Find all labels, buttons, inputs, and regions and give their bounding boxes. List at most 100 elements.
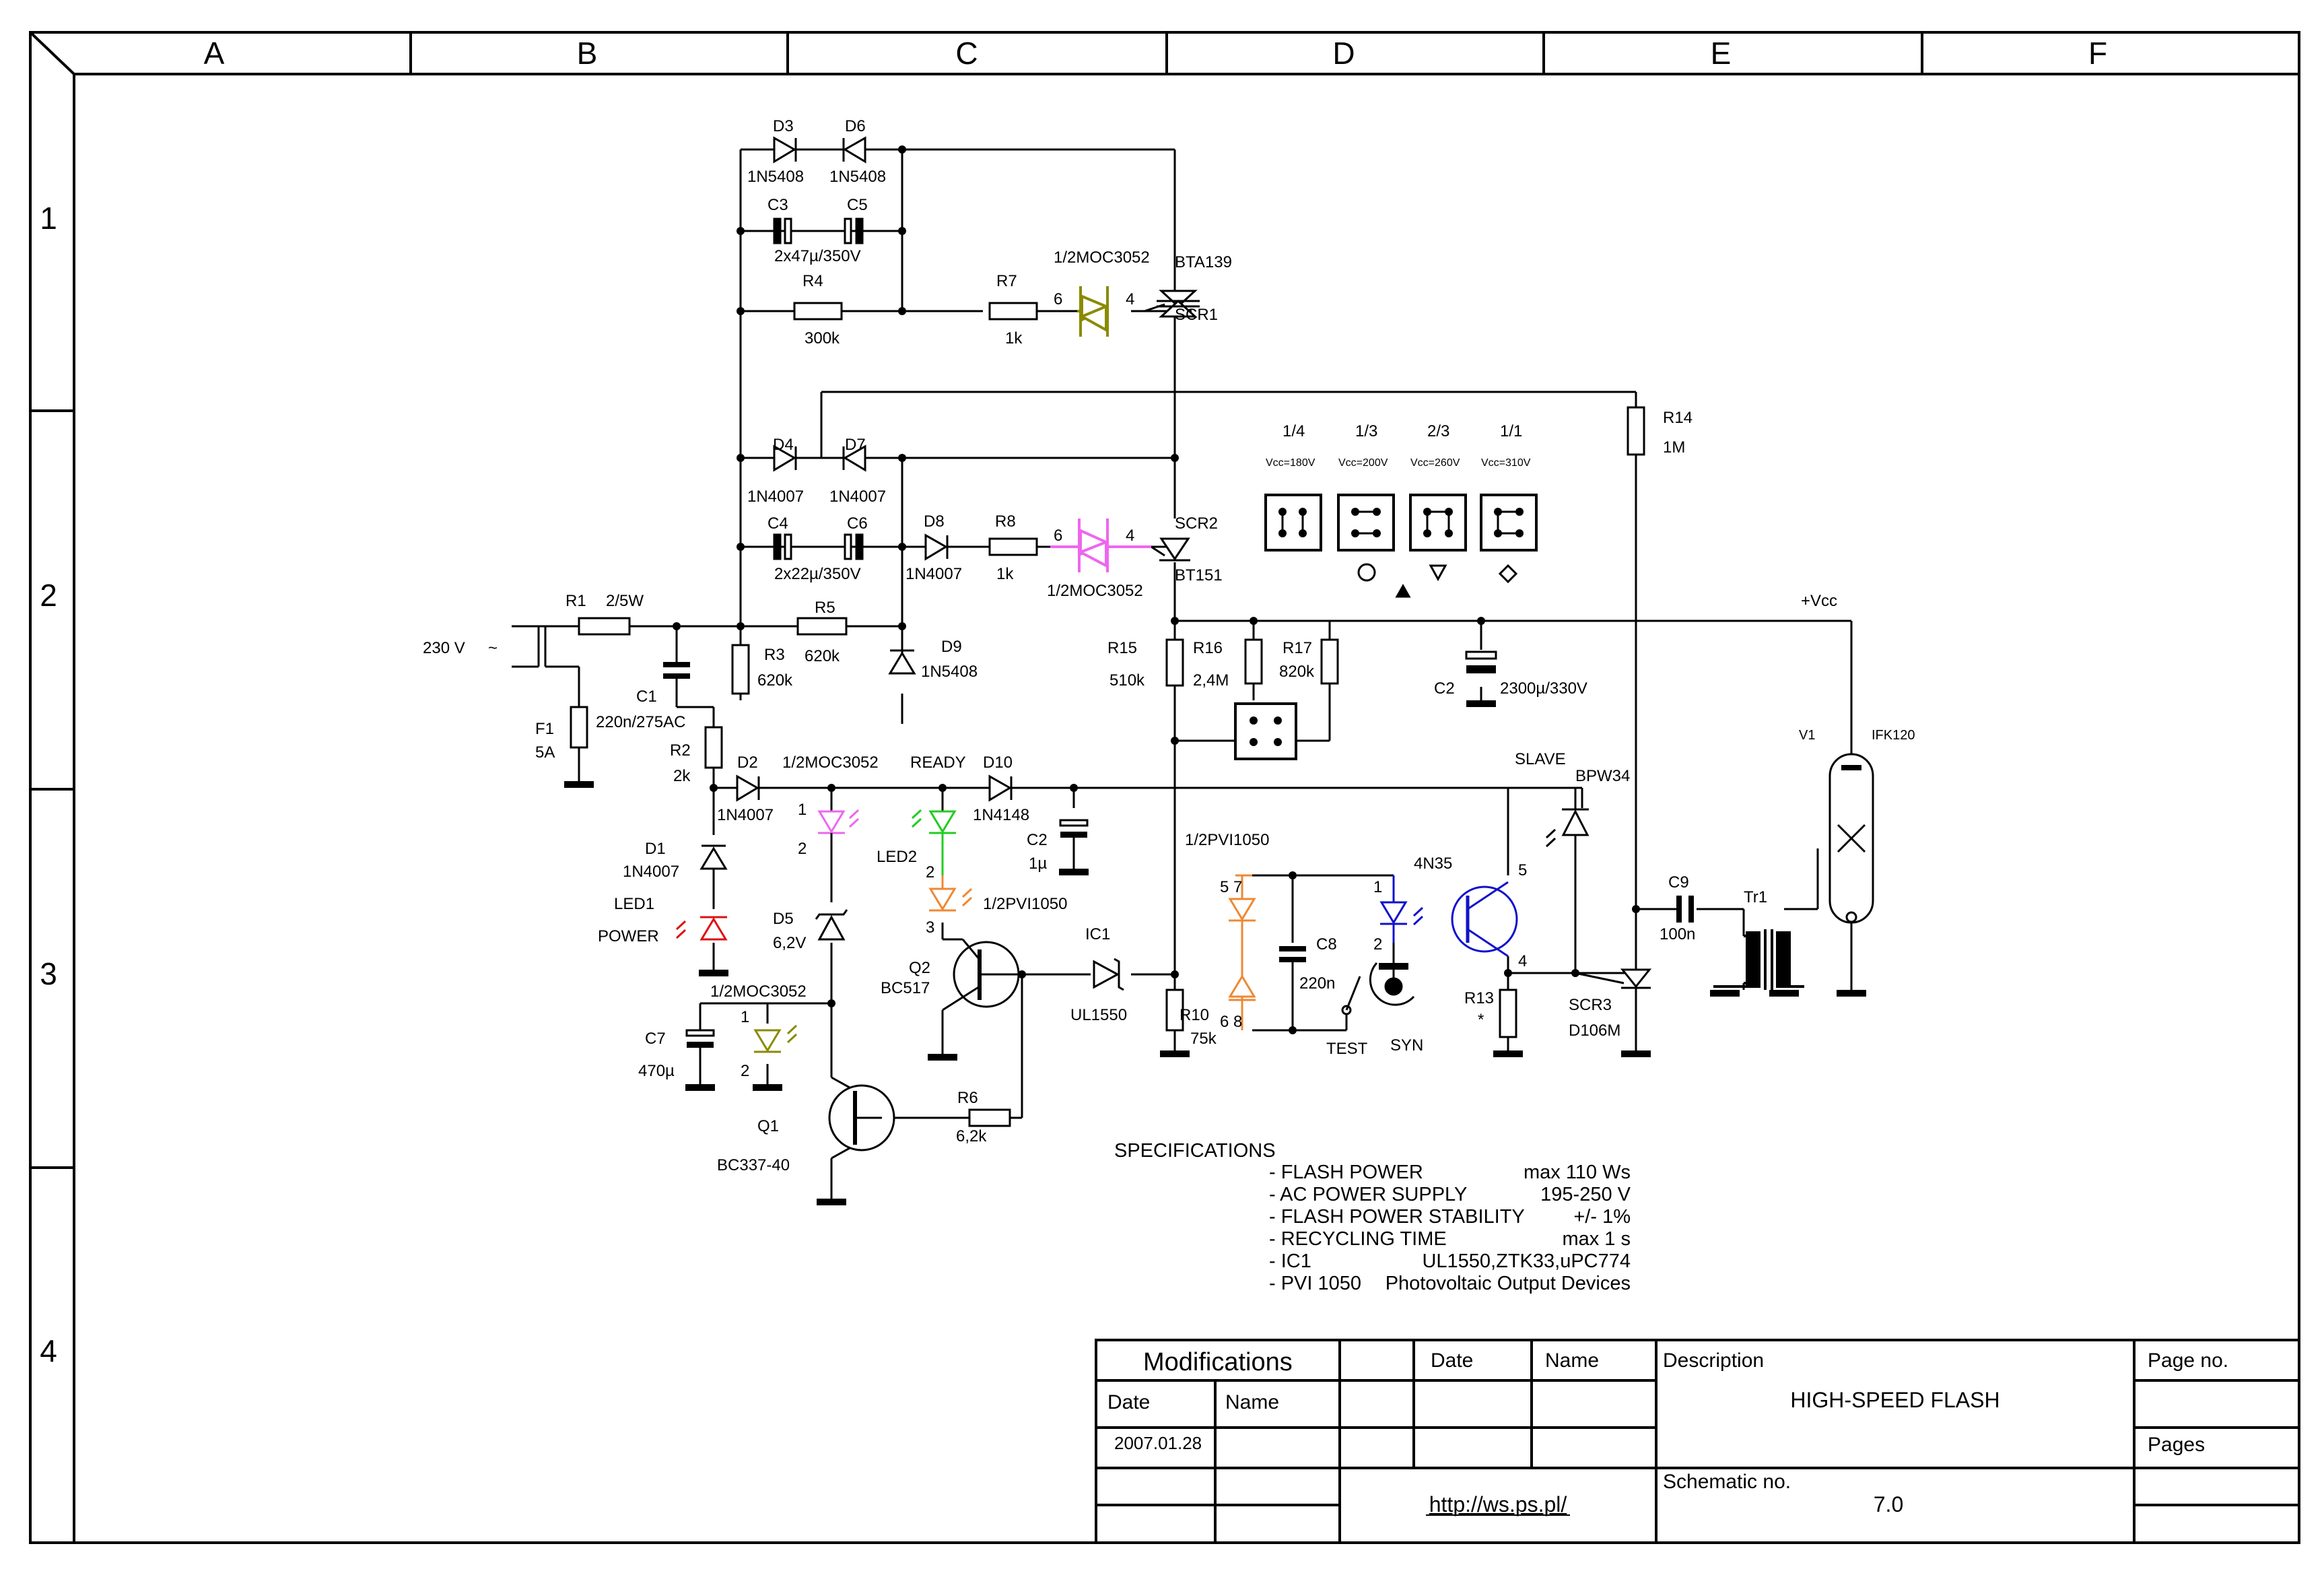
label-r15: R15	[1107, 639, 1137, 657]
column-label-b: B	[577, 36, 598, 71]
label-pin4-blue: 4	[1518, 952, 1527, 970]
label-q1-type: BC337-40	[717, 1156, 790, 1174]
photovoltaic-pvi1050-led	[928, 875, 973, 912]
label-d9-value: 1N5408	[921, 663, 978, 681]
junction-dots	[673, 145, 1640, 1034]
triangle-down-icon	[1429, 564, 1447, 582]
label-ac-input: 230 V	[423, 639, 465, 657]
specs-title: SPECIFICATIONS	[1114, 1140, 1276, 1162]
title-block-modifications: Modifications	[1143, 1348, 1293, 1376]
label-c3-c5-value: 2x47µ/350V	[774, 247, 861, 265]
title-block-name: Name	[1225, 1391, 1279, 1413]
spec-value-6: Photovoltaic Output Devices	[1386, 1273, 1631, 1294]
label-d5-value: 6,2V	[773, 934, 806, 952]
label-scr1: SCR1	[1175, 306, 1218, 324]
label-c1-value: 220n/275AC	[596, 713, 685, 731]
label-d7-value: 1N4007	[829, 488, 886, 506]
title-block-title: HIGH-SPEED FLASH	[1790, 1388, 2000, 1412]
label-vcc-260: Vcc=260V	[1410, 457, 1460, 469]
capacitor-c9	[1676, 896, 1694, 923]
spec-name-4: - RECYCLING TIME	[1269, 1228, 1447, 1250]
label-d3: D3	[773, 117, 794, 135]
label-r4: R4	[802, 272, 823, 290]
spec-value-5: UL1550,ZTK33,uPC774	[1422, 1250, 1631, 1272]
transistor-q1	[828, 1084, 895, 1151]
label-c9: C9	[1668, 873, 1689, 892]
label-d6-value: 1N5408	[829, 168, 886, 186]
title-block	[1095, 1339, 2300, 1544]
row-label-3: 3	[40, 956, 57, 991]
label-r5-value: 620k	[805, 647, 840, 665]
capacitor-c7	[685, 1029, 715, 1084]
led1-power	[675, 916, 728, 941]
ground-symbols	[564, 700, 1866, 1205]
label-q1: Q1	[757, 1117, 779, 1135]
label-d2-value: 1N4007	[717, 806, 774, 824]
label-moc3052-top: 1/2MOC3052	[1054, 248, 1150, 267]
label-r14-value: 1M	[1663, 438, 1685, 457]
label-ifk120: IFK120	[1872, 728, 1915, 743]
row-label-4: 4	[40, 1333, 57, 1368]
column-label-a: A	[204, 36, 225, 71]
selector-jumper-lines	[1281, 510, 1519, 535]
label-d7: D7	[845, 436, 866, 454]
label-moc3052-bottom: 1/2MOC3052	[710, 982, 807, 1001]
label-c2-big: C2	[1434, 679, 1455, 698]
title-block-mod-date: 2007.01.28	[1114, 1433, 1202, 1453]
label-vcc-180: Vcc=180V	[1266, 457, 1315, 469]
label-r5: R5	[815, 599, 835, 617]
label-pin2-blue: 2	[1373, 935, 1382, 954]
title-block-description-label: Description	[1663, 1349, 1764, 1372]
label-r16-value: 2,4M	[1193, 671, 1229, 690]
label-ic1: IC1	[1085, 925, 1110, 943]
resistor-r6	[968, 1108, 1011, 1127]
spec-name-3: - FLASH POWER STABILITY	[1269, 1206, 1525, 1228]
column-label-f: F	[2088, 36, 2107, 71]
resistor-r4	[793, 302, 843, 321]
fuse-f1	[570, 706, 588, 749]
label-r17: R17	[1283, 639, 1312, 657]
led-moc3052-input	[817, 809, 860, 902]
label-r6: R6	[957, 1089, 978, 1107]
capacitor-c2-small	[1059, 819, 1089, 869]
selector-shape-symbols	[1357, 563, 1518, 598]
diode-d2	[736, 774, 760, 802]
label-c5: C5	[847, 196, 868, 214]
capacitor-c4	[773, 533, 792, 560]
label-d8: D8	[924, 512, 945, 531]
label-vcc: +Vcc	[1801, 592, 1837, 610]
capacitor-c6	[844, 533, 864, 560]
label-pin2-olive: 2	[741, 1062, 749, 1080]
title-block-url[interactable]: http://ws.ps.pl/	[1429, 1492, 1567, 1516]
label-led2: LED2	[877, 848, 917, 866]
title-block-schematic-no: 7.0	[1874, 1492, 1903, 1516]
title-block-pages: Pages	[2148, 1434, 2205, 1456]
title-block-schematic-no-label: Schematic no.	[1663, 1471, 1791, 1493]
label-d10: D10	[983, 754, 1013, 772]
label-v1: V1	[1799, 728, 1815, 743]
label-pin4-top: 4	[1126, 290, 1134, 308]
diode-d1	[699, 844, 728, 870]
label-r8: R8	[995, 512, 1016, 531]
labels-black: D3 D6 1N5408 1N5408 C3 C5 2x47µ/350V R4 …	[423, 117, 1915, 1174]
label-power: POWER	[598, 927, 659, 945]
optotriac-moc3052-top	[1077, 286, 1109, 337]
label-mode-1-3: 1/3	[1355, 422, 1377, 440]
label-d5: D5	[773, 910, 794, 928]
title-block-name-header: Name	[1545, 1349, 1599, 1372]
capacitor-c8	[1279, 946, 1306, 990]
label-d8-value: 1N4007	[905, 565, 962, 583]
label-r10: R10	[1180, 1006, 1209, 1024]
title-block-date: Date	[1107, 1391, 1150, 1413]
optocoupler-4n35	[1379, 875, 1518, 958]
capacitor-c1	[663, 662, 690, 679]
label-d1-value: 1N4007	[623, 863, 679, 881]
flash-lamp-v1	[1829, 753, 1874, 924]
label-f1-value: 5A	[535, 743, 555, 762]
capacitor-c2-big	[1465, 650, 1497, 673]
resistor-r15	[1165, 638, 1184, 687]
label-slave: SLAVE	[1515, 750, 1566, 768]
label-c3: C3	[767, 196, 788, 214]
label-c1: C1	[636, 688, 657, 706]
